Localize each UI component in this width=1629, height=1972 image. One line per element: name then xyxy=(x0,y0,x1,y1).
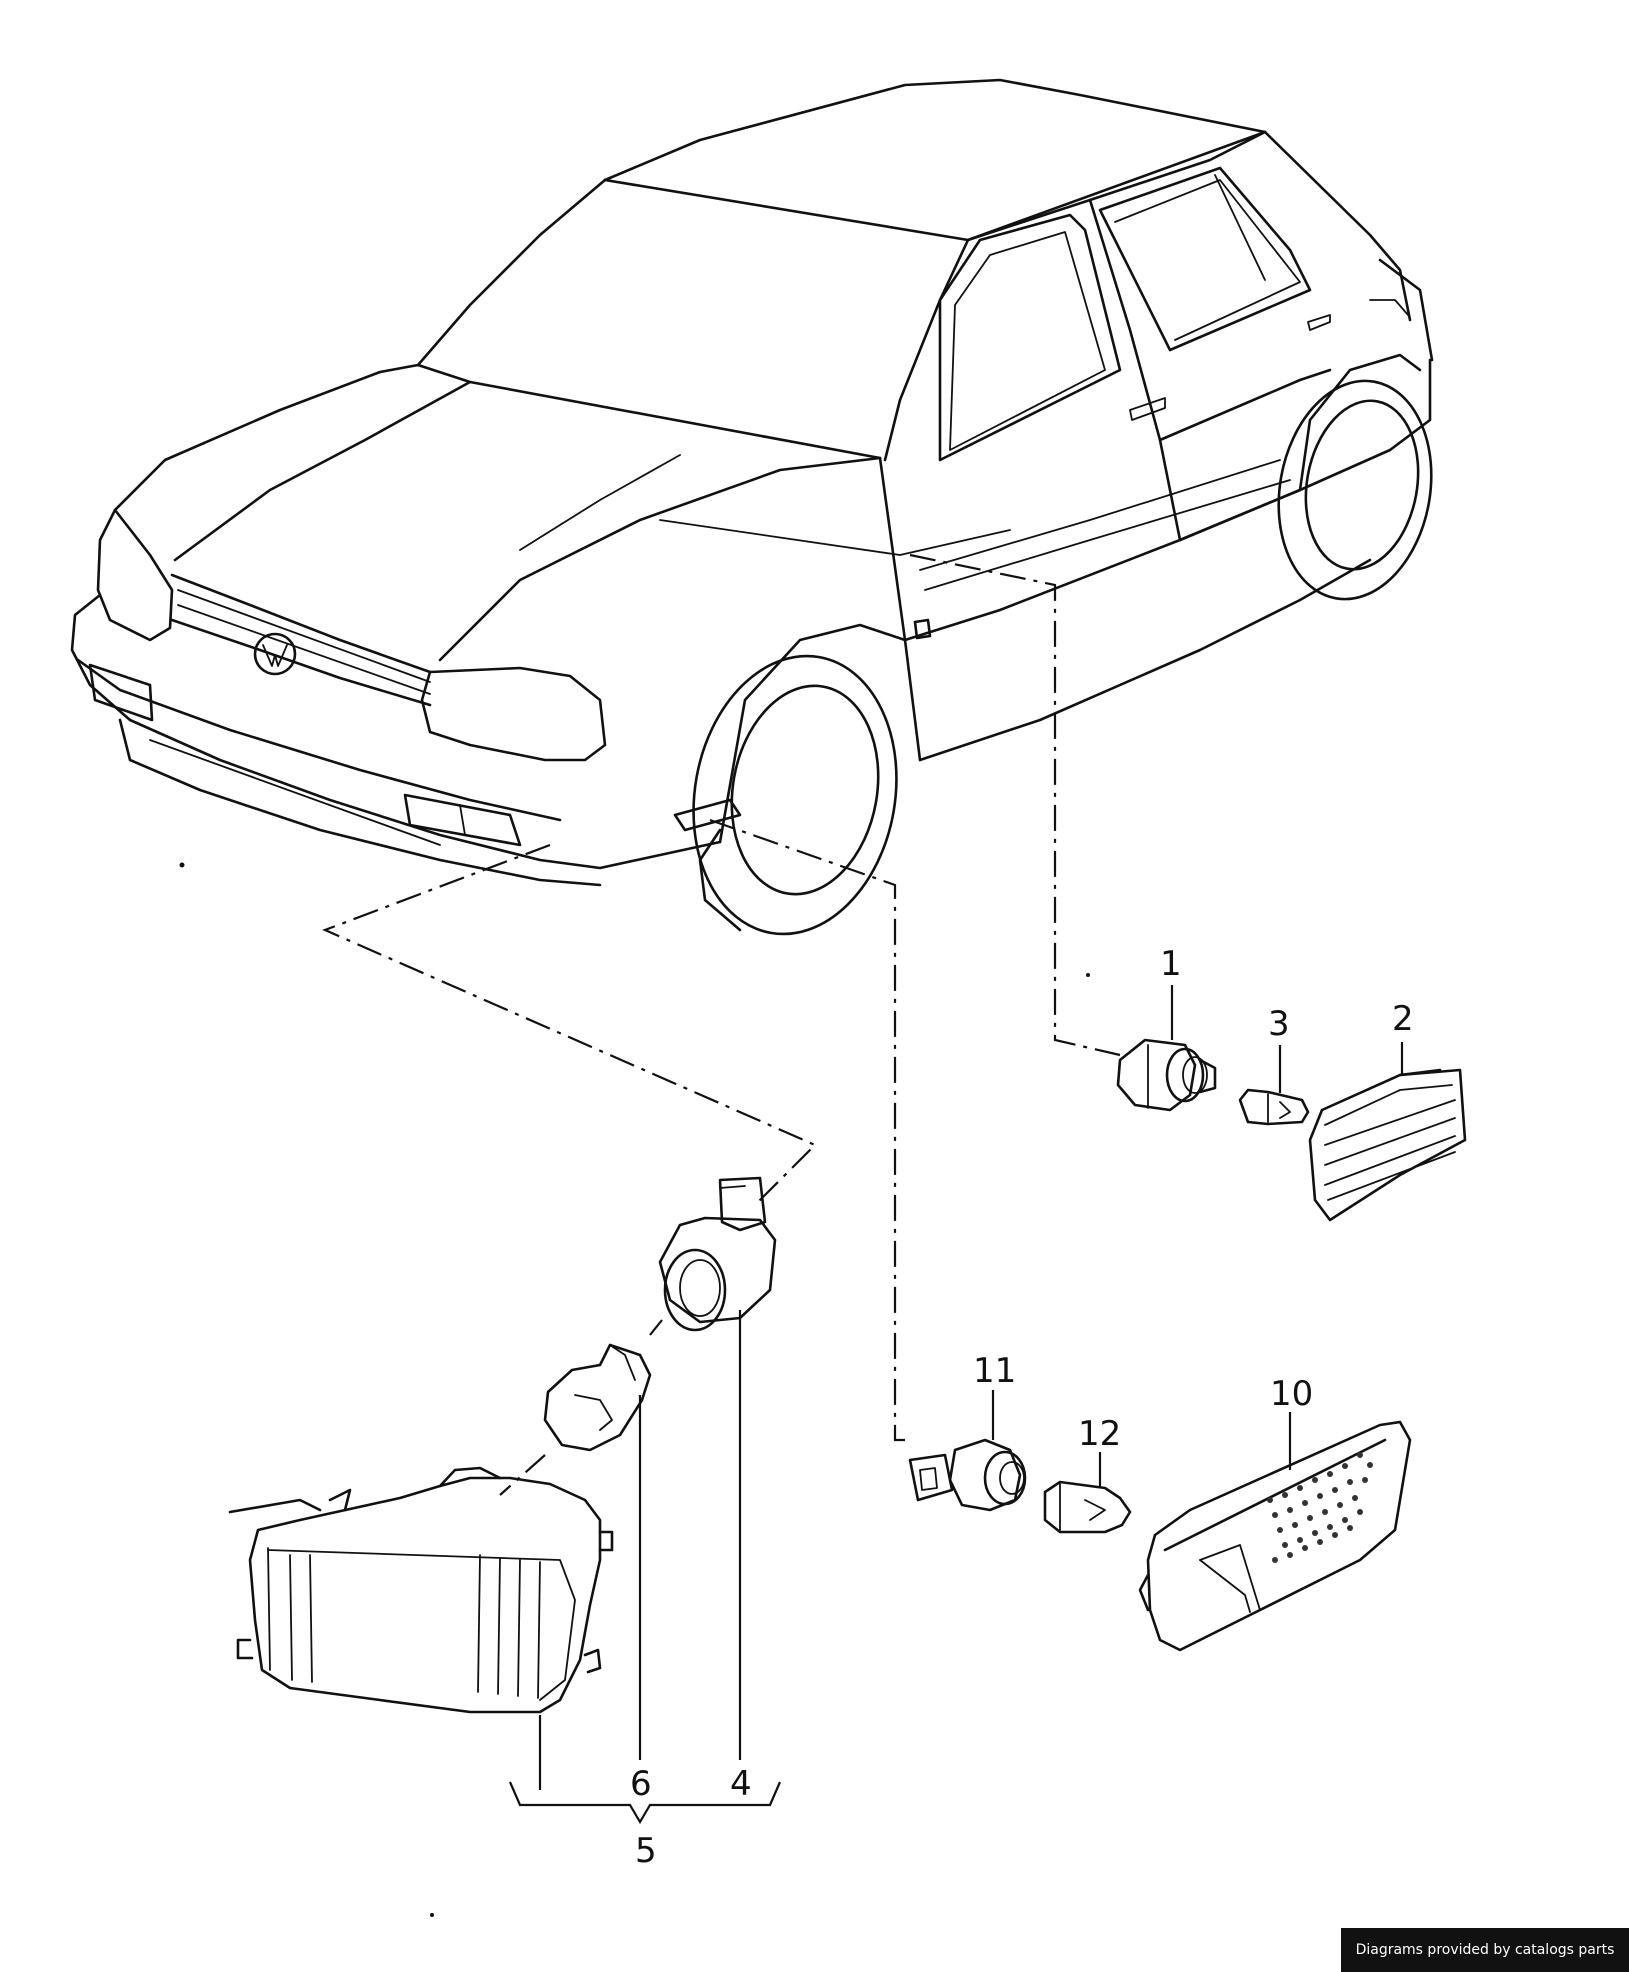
credit-banner: Diagrams provided by catalogs parts xyxy=(1341,1928,1629,1972)
callout-labels: 1 2 3 4 5 6 10 11 12 xyxy=(630,944,1414,1871)
bumper-marker-assembly xyxy=(908,1390,1412,1652)
callout-3: 3 xyxy=(1268,1004,1290,1044)
callout-10: 10 xyxy=(1270,1374,1313,1414)
bumper-marker-lens-10 xyxy=(1138,1412,1412,1652)
fog-lamp-5 xyxy=(228,1466,614,1714)
callout-2: 2 xyxy=(1392,999,1414,1039)
bulb-holder-4 xyxy=(658,1176,777,1332)
fog-light-assembly xyxy=(228,1176,782,1825)
callout-4: 4 xyxy=(730,1764,752,1804)
callout-6: 6 xyxy=(630,1764,652,1804)
bulb-holder-11 xyxy=(908,1438,1027,1512)
side-marker-assembly xyxy=(1116,985,1467,1222)
bulb-6 xyxy=(543,1343,652,1452)
callout-5: 5 xyxy=(635,1831,657,1871)
side-marker-lens-2 xyxy=(1308,1042,1467,1222)
reflector-mesh xyxy=(1267,1452,1373,1563)
callout-12: 12 xyxy=(1078,1414,1121,1454)
bulb-3 xyxy=(1238,1045,1310,1126)
bulb-holder-1 xyxy=(1116,1038,1217,1112)
leader-lines xyxy=(322,553,1121,1442)
car-illustration xyxy=(70,78,1434,936)
callout-11: 11 xyxy=(973,1351,1016,1391)
callout-1: 1 xyxy=(1160,944,1182,984)
bulb-12 xyxy=(1043,1452,1132,1534)
